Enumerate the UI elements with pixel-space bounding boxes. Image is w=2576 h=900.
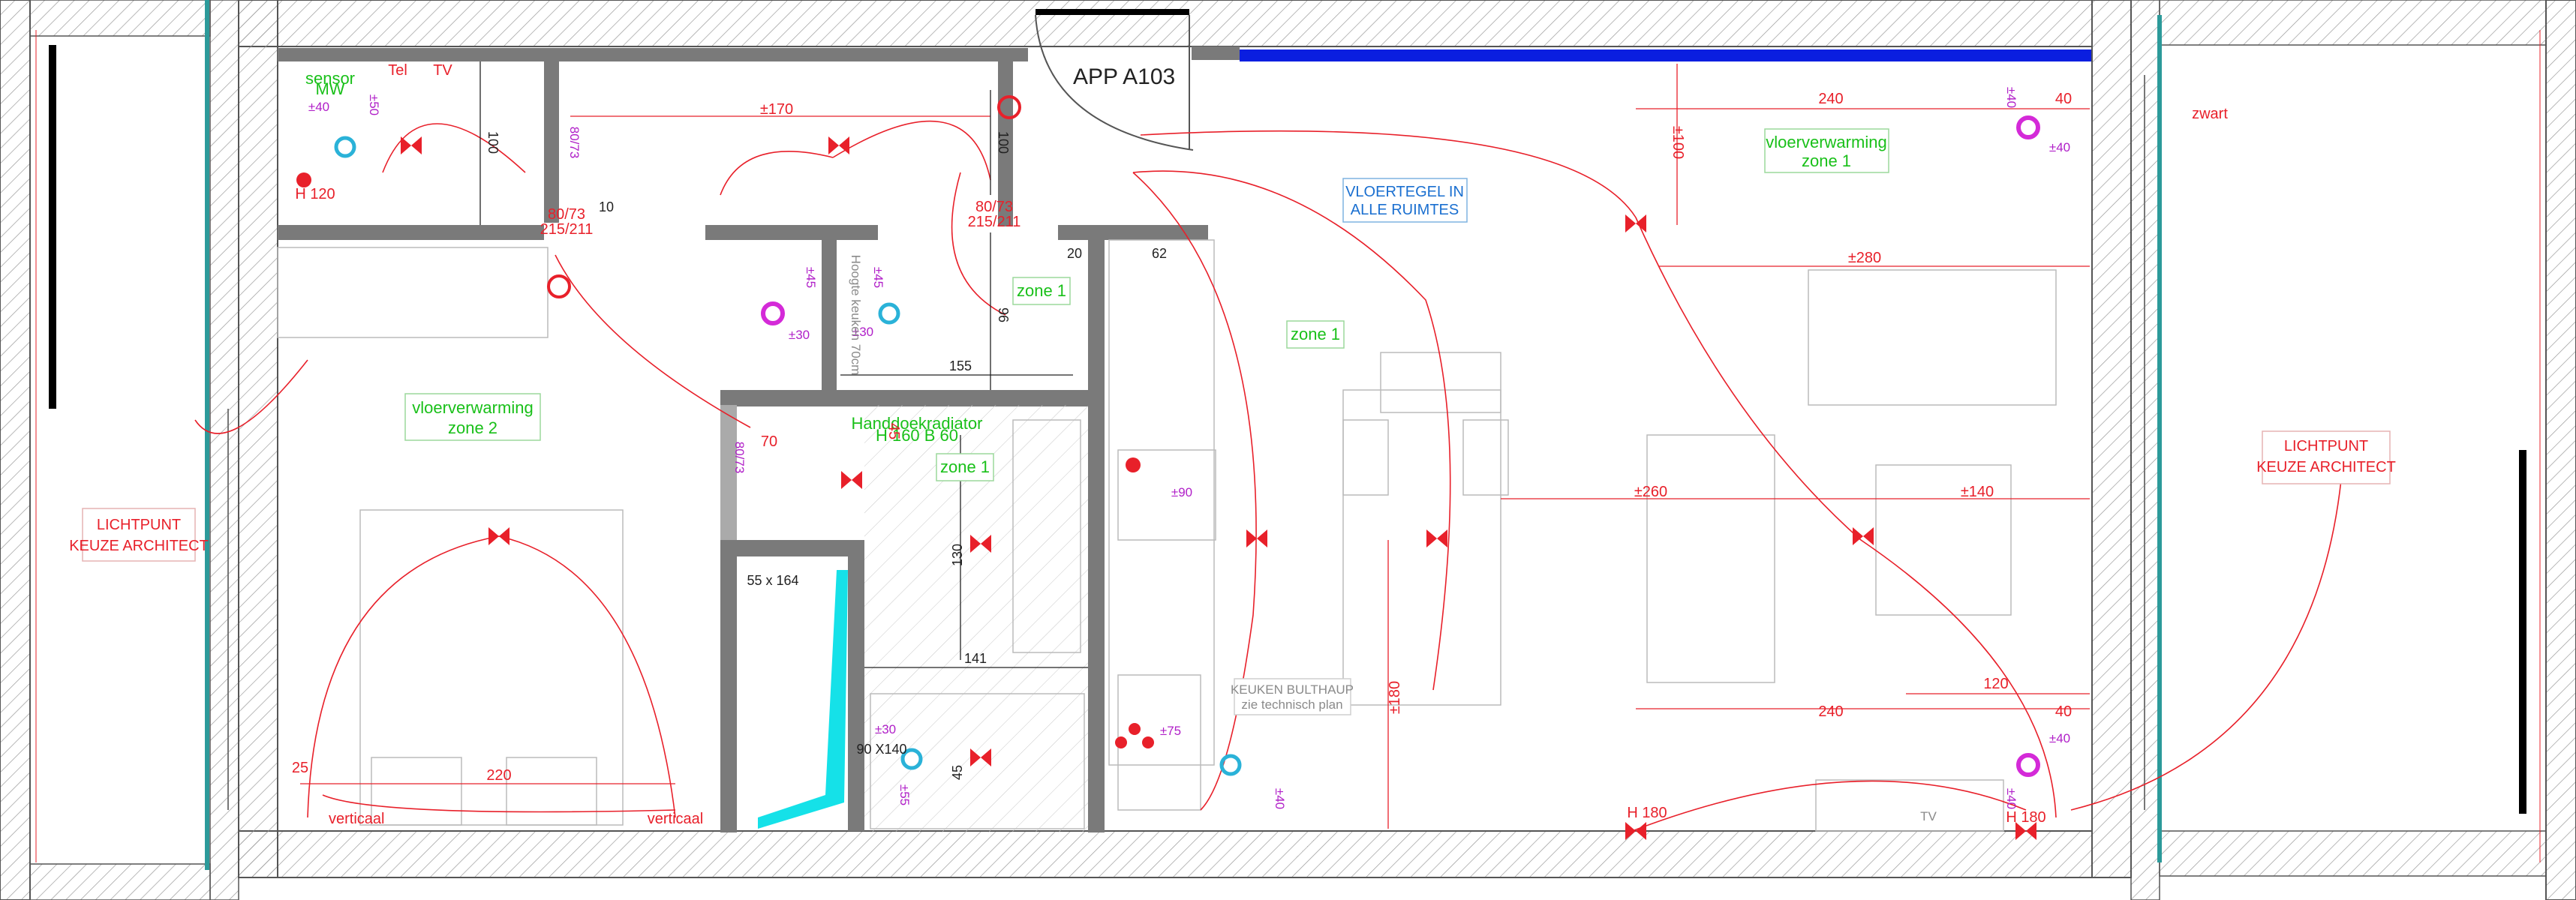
svg-text:±45: ±45	[804, 267, 818, 288]
dimension-lines-black	[479, 62, 1088, 668]
svg-text:100: 100	[996, 131, 1011, 154]
svg-text:TV: TV	[1920, 809, 1937, 824]
zone-1-bath: zone 1	[1017, 281, 1066, 300]
svg-text:H 180: H 180	[1627, 805, 1667, 821]
svg-text:45: 45	[885, 423, 902, 440]
svg-text:80/73: 80/73	[975, 199, 1013, 215]
svg-text:55 x 164: 55 x 164	[747, 573, 798, 588]
svg-text:H 120: H 120	[295, 186, 335, 202]
svg-text:±30: ±30	[875, 722, 896, 736]
entrance	[1035, 9, 2091, 151]
light-note-right-1: LICHTPUNT	[2284, 438, 2368, 454]
shower-glass	[758, 570, 848, 829]
apartment-id: APP A103	[1073, 64, 1175, 89]
svg-text:±75: ±75	[1160, 724, 1181, 738]
svg-text:zwart: zwart	[2192, 106, 2228, 122]
svg-text:±40: ±40	[1273, 788, 1287, 809]
heating-zone-1-label: zone 1	[1802, 152, 1851, 170]
svg-text:90 X140: 90 X140	[856, 742, 906, 757]
svg-text:40: 40	[2055, 704, 2072, 720]
light-note-left-2: KEUZE ARCHITECT	[69, 538, 209, 554]
svg-text:120: 120	[1983, 676, 2008, 692]
svg-text:130: 130	[950, 544, 965, 566]
svg-text:100: 100	[485, 131, 500, 154]
svg-text:220: 220	[486, 767, 511, 784]
heating-zone-1-title: vloerverwarming	[1766, 133, 1886, 152]
svg-text:±40: ±40	[2049, 140, 2070, 154]
svg-text:±260: ±260	[1634, 484, 1667, 500]
svg-text:MW: MW	[315, 80, 344, 98]
svg-text:80/73: 80/73	[732, 442, 747, 474]
kitchen-note-1: KEUKEN BULTHAUP	[1231, 682, 1354, 697]
svg-text:215/211: 215/211	[540, 221, 594, 238]
svg-text:±30: ±30	[852, 325, 873, 339]
svg-text:verticaal: verticaal	[648, 811, 703, 827]
dimension-labels: 240 40 ±40 240 40 120 ±40 ±280 ±260 ±140…	[292, 62, 2228, 827]
svg-text:TV: TV	[433, 62, 452, 79]
kitchen-note-2: zie technisch plan	[1241, 698, 1342, 712]
svg-text:Tel: Tel	[388, 62, 407, 79]
svg-text:H 160 B 60: H 160 B 60	[876, 426, 958, 445]
dimension-lines	[300, 64, 2090, 829]
svg-text:25: 25	[292, 760, 308, 776]
interior-walls	[278, 48, 1208, 832]
svg-text:240: 240	[1818, 704, 1843, 720]
svg-text:±170: ±170	[760, 101, 793, 118]
floor-tile-note-1: VLOERTEGEL IN	[1345, 184, 1464, 200]
svg-text:±180: ±180	[1387, 681, 1403, 714]
outlet-symbols	[296, 95, 2040, 777]
svg-text:±280: ±280	[1848, 250, 1881, 266]
svg-text:±45: ±45	[871, 267, 885, 288]
heating-zone-2-label: zone 2	[448, 418, 497, 437]
ceiling-light-symbols	[401, 136, 2036, 840]
svg-text:±90: ±90	[1171, 485, 1192, 500]
svg-text:80/73: 80/73	[548, 206, 585, 223]
svg-text:62: 62	[1152, 246, 1167, 261]
svg-text:±40: ±40	[2004, 87, 2018, 108]
svg-text:±40: ±40	[308, 100, 329, 114]
svg-text:40: 40	[2055, 91, 2072, 107]
light-note-left-1: LICHTPUNT	[97, 517, 181, 533]
svg-text:70: 70	[761, 434, 777, 450]
zone-1-wc: zone 1	[940, 458, 990, 476]
floor-tile-note-2: ALLE RUIMTES	[1351, 202, 1459, 218]
svg-text:±40: ±40	[2049, 731, 2070, 746]
svg-text:±100: ±100	[1670, 126, 1686, 159]
windows	[35, 0, 2541, 870]
furniture	[277, 239, 2057, 832]
svg-text:Hoogte keuken 70cm: Hoogte keuken 70cm	[849, 255, 863, 376]
svg-text:verticaal: verticaal	[329, 811, 384, 827]
svg-text:±50: ±50	[367, 94, 381, 116]
svg-text:sensor: sensor	[305, 69, 355, 88]
svg-text:10: 10	[599, 200, 614, 214]
heating-zone-2-title: vloerverwarming	[412, 398, 533, 417]
svg-text:20: 20	[1067, 246, 1082, 261]
svg-text:Handdoekradiator: Handdoekradiator	[852, 414, 983, 433]
svg-text:96: 96	[996, 308, 1011, 322]
svg-text:±55: ±55	[897, 784, 912, 806]
svg-text:±30: ±30	[789, 328, 810, 342]
svg-text:±40: ±40	[2004, 788, 2018, 809]
svg-text:215/211: 215/211	[968, 214, 1021, 230]
svg-text:±140: ±140	[1961, 484, 1994, 500]
svg-text:80/73: 80/73	[567, 127, 582, 159]
svg-text:155: 155	[949, 358, 972, 374]
svg-text:H 180: H 180	[2006, 809, 2045, 826]
svg-text:141: 141	[964, 651, 987, 666]
svg-text:240: 240	[1818, 91, 1843, 107]
svg-text:45: 45	[950, 765, 965, 780]
zone-1-kitchen: zone 1	[1291, 325, 1340, 344]
light-note-right-2: KEUZE ARCHITECT	[2256, 459, 2396, 476]
